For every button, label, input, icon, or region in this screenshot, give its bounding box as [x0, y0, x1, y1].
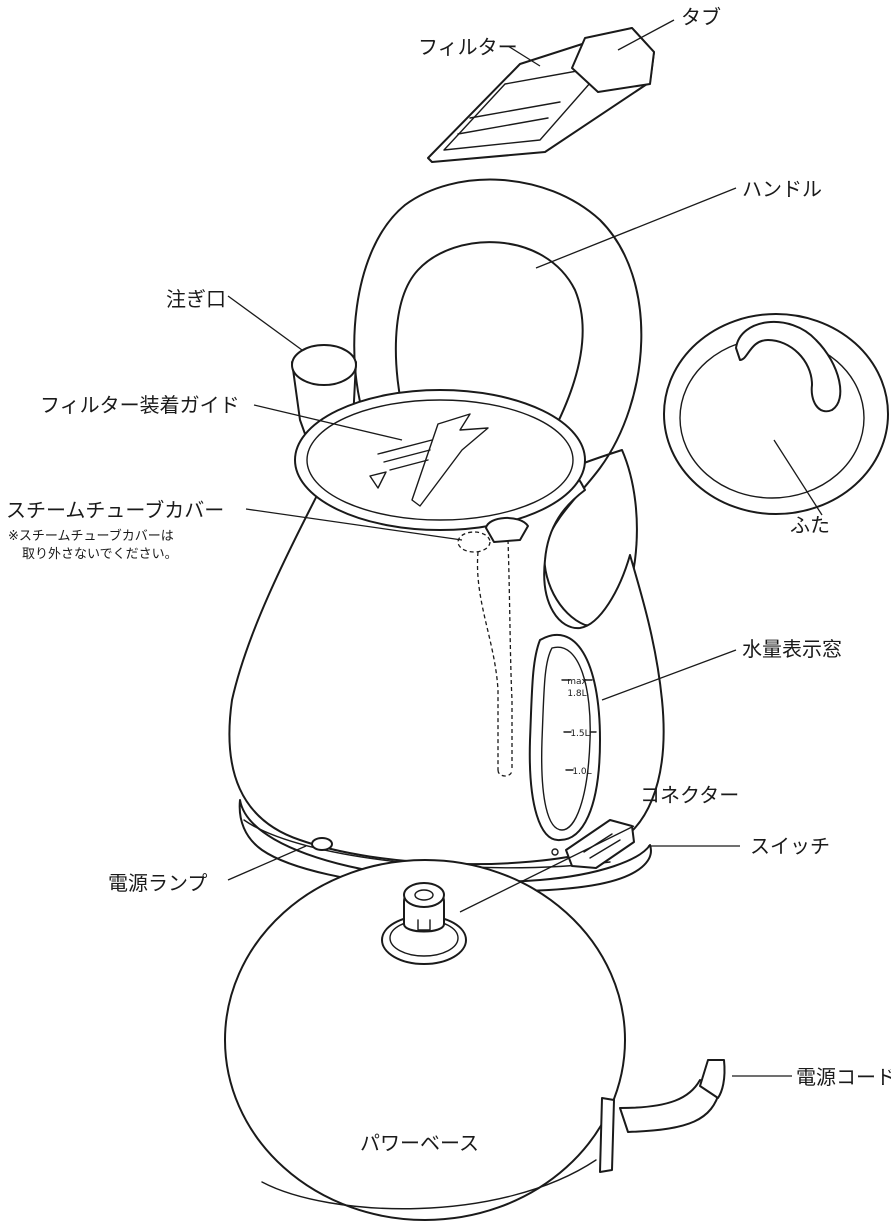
scale-max-label: max	[567, 677, 587, 687]
label-handle: ハンドル	[742, 177, 822, 201]
water-level-window: max 1.8L 1.5L 1.0L	[528, 633, 601, 842]
lid-part	[663, 313, 889, 515]
label-switch: スイッチ	[750, 834, 830, 858]
power-lamp-part	[311, 837, 559, 856]
label-tab: タブ	[681, 5, 721, 29]
note-steam-tube-1: ※スチームチューブカバーは	[8, 528, 174, 544]
label-connector: コネクター	[640, 783, 739, 807]
filter-tab	[571, 27, 655, 93]
scale-max-value: 1.8L	[567, 689, 586, 699]
label-lid: ふた	[790, 513, 830, 537]
note-steam-tube-2: 取り外さないでください。	[22, 547, 178, 562]
filter-part	[427, 27, 655, 163]
label-steam-tube-cover: スチームチューブカバー	[6, 498, 224, 522]
scale-low-value: 1.0L	[572, 767, 591, 777]
label-power-cord: 電源コード	[796, 1065, 891, 1089]
label-spout: 注ぎ口	[166, 287, 226, 311]
label-water-window: 水量表示窓	[742, 637, 842, 661]
steam-tube	[457, 517, 529, 777]
scale-mid-value: 1.5L	[570, 729, 589, 739]
power-base-part	[224, 859, 726, 1221]
label-power-lamp: 電源ランプ	[108, 871, 207, 895]
switch-part	[565, 819, 635, 869]
leader-lines	[227, 19, 823, 1077]
label-filter: フィルター	[418, 35, 518, 59]
label-filter-guide: フィルター装着ガイド	[40, 393, 240, 417]
kettle-opening	[294, 389, 586, 531]
label-power-base: パワーベース	[360, 1131, 479, 1155]
